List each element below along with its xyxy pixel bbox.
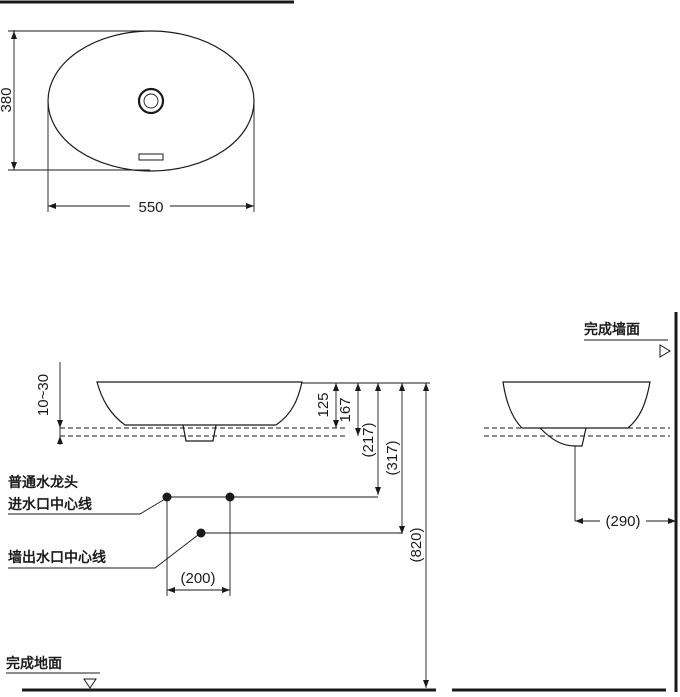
wall-level-marker-icon bbox=[659, 344, 671, 358]
dim-200-text: (200) bbox=[180, 570, 215, 587]
dim-290-text: (290) bbox=[605, 513, 640, 530]
dim-317-text: (317) bbox=[384, 440, 401, 475]
dim-820-text: (820) bbox=[408, 527, 425, 562]
drain-inner-ring bbox=[143, 93, 159, 109]
arrow-820-bottom bbox=[423, 680, 429, 688]
top-view: 380 550 bbox=[0, 0, 294, 216]
arrow-200-left bbox=[167, 587, 175, 593]
range-dim-text: 10~30 bbox=[35, 374, 52, 416]
dim-167-text: 167 bbox=[337, 397, 354, 422]
arrow-167-bottom bbox=[355, 428, 361, 436]
wall-outlet-leader bbox=[8, 534, 199, 569]
basin-body-front bbox=[96, 381, 303, 426]
drain-tail bbox=[182, 424, 217, 442]
arrow-317-bottom bbox=[399, 526, 405, 534]
wall-outlet-point bbox=[196, 528, 206, 538]
faucet-leader bbox=[8, 498, 166, 515]
arrow-down bbox=[11, 162, 17, 170]
drain-outer-ring bbox=[137, 87, 165, 115]
overflow-slot bbox=[138, 153, 164, 161]
arrow-820-top bbox=[423, 383, 429, 391]
arrow-125-bottom bbox=[333, 420, 339, 428]
width-dim-text: 550 bbox=[138, 199, 163, 216]
arrow-217-bottom bbox=[375, 487, 381, 495]
label-faucet-line1: 普通水龙头 bbox=[8, 474, 78, 491]
side-view: 完成墙面 (290) bbox=[452, 312, 678, 692]
dim-125-text: 125 bbox=[315, 392, 332, 417]
arrow-right bbox=[246, 203, 254, 209]
range-arrow-top bbox=[57, 420, 63, 428]
label-wall: 完成墙面 bbox=[584, 321, 640, 338]
basin-outline-top bbox=[47, 30, 255, 172]
floor-level-marker-icon bbox=[83, 678, 97, 689]
arrow-200-right bbox=[222, 587, 230, 593]
label-wall-outlet: 墙出水口中心线 bbox=[8, 549, 106, 566]
arrow-290-left bbox=[575, 518, 583, 524]
arrow-217-top bbox=[375, 383, 381, 391]
label-faucet-line2: 进水口中心线 bbox=[8, 496, 92, 513]
height-dim-text: 380 bbox=[0, 87, 15, 112]
basin-body-side bbox=[502, 381, 651, 429]
arrow-up bbox=[11, 31, 17, 39]
arrow-125-top bbox=[333, 383, 339, 391]
arrow-290-right bbox=[668, 518, 676, 524]
range-arrow-bottom bbox=[57, 436, 63, 444]
front-view: 10~30 125 167 (217) (317) (820) bbox=[6, 362, 436, 692]
arrow-167-top bbox=[355, 383, 361, 391]
side-drain-tail bbox=[539, 427, 587, 447]
arrow-left bbox=[48, 203, 56, 209]
dim-217-text: (217) bbox=[360, 422, 377, 457]
arrow-317-top bbox=[399, 383, 405, 391]
label-floor: 完成地面 bbox=[6, 655, 62, 672]
